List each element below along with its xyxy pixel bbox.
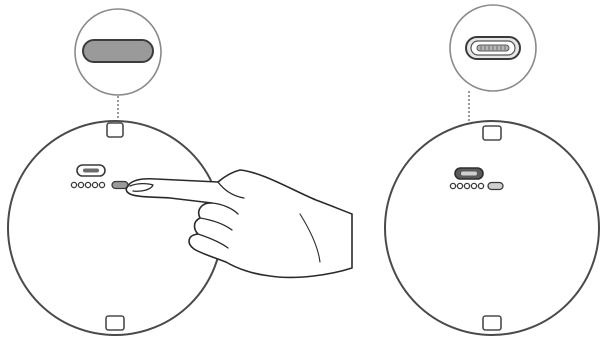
right-usb-port-tongue [461, 171, 477, 176]
left-led-1 [70, 181, 78, 189]
left-bottom-tab [105, 315, 125, 331]
left-led-2 [77, 181, 85, 189]
left-led-5 [98, 181, 106, 189]
right-led-4 [470, 182, 478, 190]
left-indicator-leds [70, 181, 106, 189]
left-top-tab [106, 122, 124, 138]
left-device-body [7, 120, 223, 336]
finger-crease-1 [211, 202, 239, 215]
left-device-button [111, 180, 129, 190]
left-usb-port-tongue [83, 168, 99, 173]
right-indicator-leds [449, 182, 485, 190]
left-led-4 [91, 181, 99, 189]
finger-crease-2 [199, 217, 233, 231]
hand-pressing-button [125, 169, 353, 279]
left-panel [7, 8, 223, 336]
wrist-crease [299, 213, 321, 263]
right-top-tab [482, 125, 502, 141]
right-led-1 [449, 182, 457, 190]
finger-crease-3 [197, 233, 229, 249]
right-device-body [384, 120, 600, 336]
right-bottom-tab [482, 315, 502, 331]
left-callout-button-icon [82, 39, 154, 63]
right-device-button [487, 181, 504, 191]
right-panel [384, 4, 600, 336]
right-callout-port-pins [480, 46, 506, 50]
left-led-3 [84, 181, 92, 189]
thumb-line [217, 181, 245, 199]
right-led-2 [456, 182, 464, 190]
fingernail [129, 182, 154, 192]
right-led-5 [477, 182, 485, 190]
right-led-3 [463, 182, 471, 190]
